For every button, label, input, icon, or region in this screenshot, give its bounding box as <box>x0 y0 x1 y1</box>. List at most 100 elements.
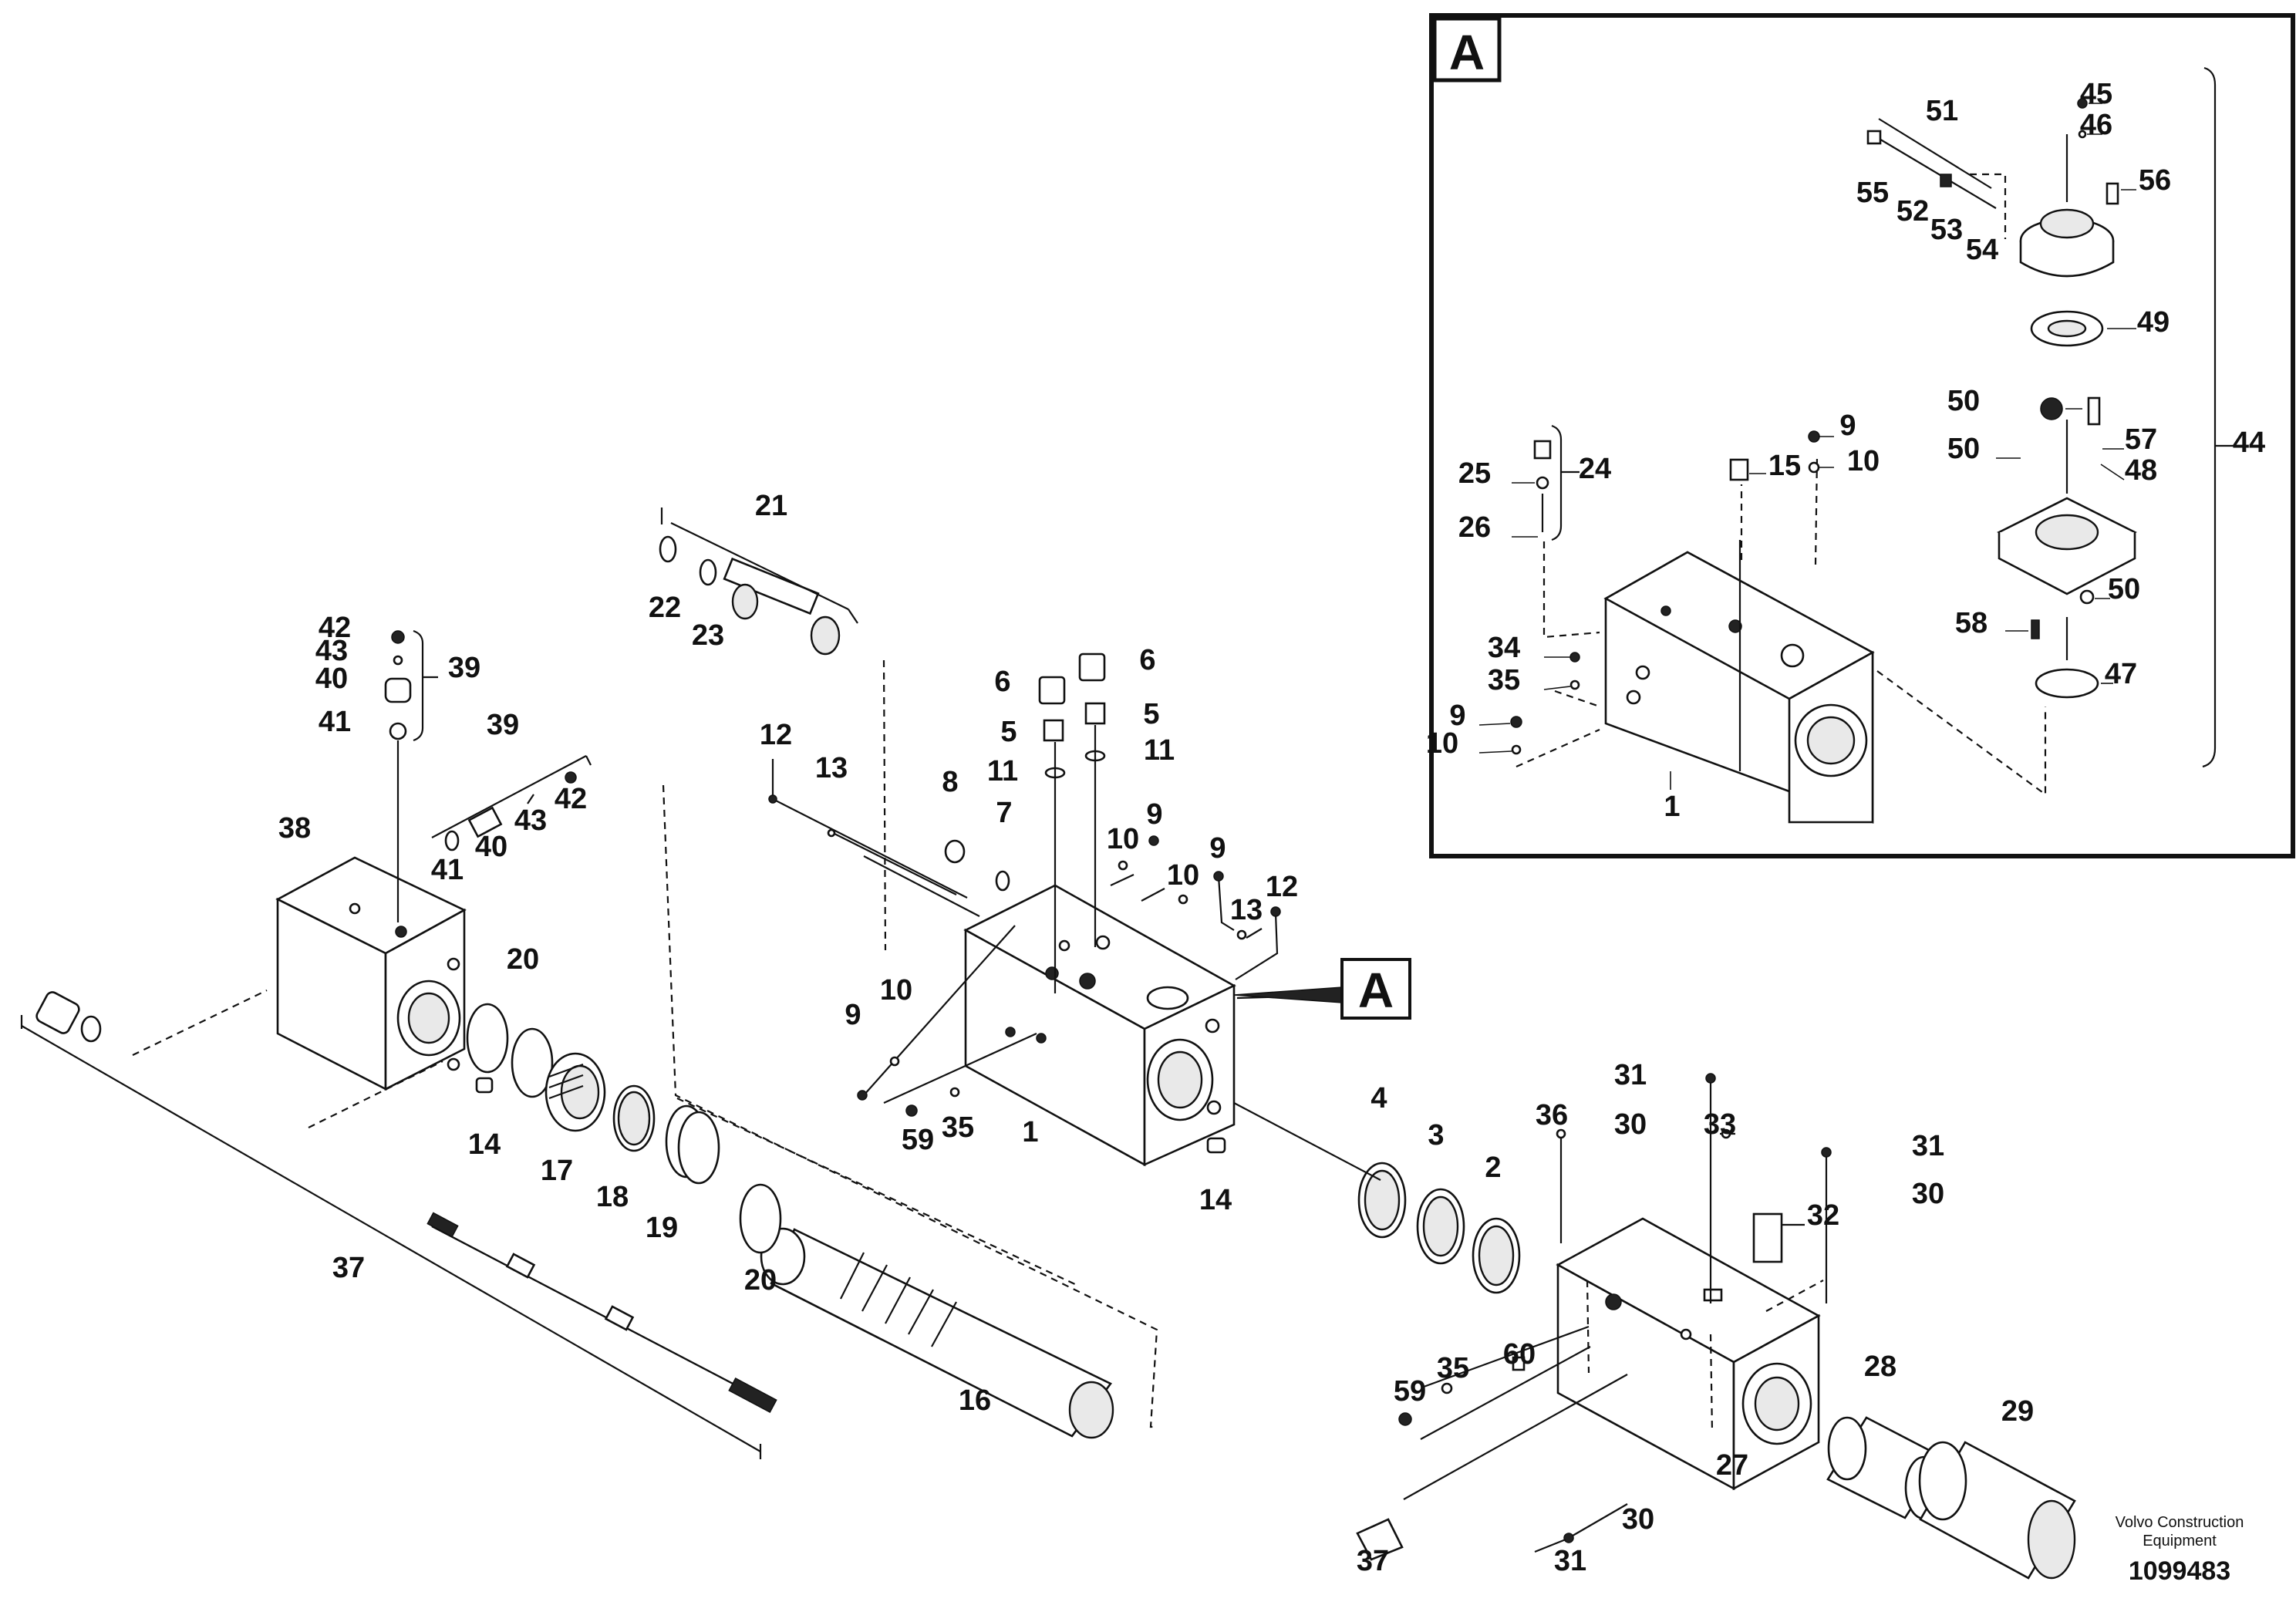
part-label: 25 <box>1458 457 1491 490</box>
end-block-27 <box>1556 1217 1821 1491</box>
plug-8 <box>944 839 966 864</box>
part-label: 17 <box>541 1155 573 1187</box>
part-label: 30 <box>1614 1108 1647 1141</box>
part-label: 22 <box>649 592 681 624</box>
part-label: 52 <box>1896 195 1929 228</box>
inset-tag-box <box>1432 16 1502 83</box>
bracket-44 <box>2202 66 2217 768</box>
part-label: 4 <box>1371 1082 1387 1114</box>
part-label: 9 <box>1839 410 1856 442</box>
part-label: 41 <box>319 706 351 738</box>
part-label: 30 <box>1912 1178 1944 1210</box>
part-label: 55 <box>1856 177 1889 209</box>
part-label: 19 <box>646 1212 678 1244</box>
part-label: 14 <box>468 1128 501 1161</box>
part-label: 37 <box>332 1252 365 1284</box>
part-label: 16 <box>959 1384 991 1417</box>
part-label: 46 <box>2080 109 2112 141</box>
part-label: 24 <box>1579 453 1611 485</box>
part-label: 12 <box>1266 871 1298 903</box>
part-label: 1 <box>1022 1116 1038 1148</box>
plug-37 <box>1356 1518 1404 1561</box>
ring-7 <box>995 870 1010 892</box>
part-label: 23 <box>692 619 724 652</box>
part-label: 11 <box>1144 734 1175 767</box>
part-label: 38 <box>278 812 311 845</box>
part-label: 6 <box>994 666 1010 698</box>
rod-37 <box>426 1212 777 1414</box>
part-label: 59 <box>1394 1375 1426 1408</box>
part-label: 6 <box>1139 644 1155 676</box>
part-label: 10 <box>1847 445 1880 477</box>
part-label: 35 <box>1437 1352 1469 1384</box>
spring-32 <box>1752 1212 1783 1263</box>
part-label: 57 <box>2125 423 2157 456</box>
part-label: 31 <box>1912 1130 1944 1162</box>
part-label: 49 <box>2137 306 2170 339</box>
part-label: 45 <box>2080 78 2112 110</box>
piston-16 <box>760 1227 1114 1439</box>
sleeve-29 <box>1918 1441 2076 1580</box>
part-label: 27 <box>1716 1449 1748 1482</box>
fitting-5b <box>1084 702 1106 725</box>
end-block-38 <box>275 856 467 1091</box>
part-label: 29 <box>2001 1395 2034 1428</box>
bracket-24 <box>1551 424 1563 541</box>
fitting-39 <box>431 755 592 851</box>
part-label: 20 <box>507 943 539 976</box>
ring-19 <box>665 1104 720 1185</box>
detail-a-inset: A <box>1429 13 2295 858</box>
part-label: 54 <box>1966 234 1998 266</box>
part-label: 7 <box>996 797 1012 829</box>
part-label: 37 <box>1357 1545 1389 1577</box>
part-label: 13 <box>815 752 848 784</box>
part-label: 40 <box>315 663 348 695</box>
part-label: 43 <box>315 635 348 667</box>
part-label: 26 <box>1458 511 1491 544</box>
part-label: 39 <box>448 652 480 684</box>
part-label: 1 <box>1664 791 1680 823</box>
part-label: 41 <box>431 854 464 886</box>
part-label: 13 <box>1230 894 1263 926</box>
seal-20a <box>466 1003 509 1074</box>
part-label: 21 <box>755 490 787 522</box>
part-label: 10 <box>1426 727 1458 760</box>
part-label: 10 <box>1167 859 1199 892</box>
plug-6a <box>1038 676 1066 705</box>
part-label: 39 <box>487 709 519 741</box>
part-label: 48 <box>2125 454 2157 487</box>
part-label: 14 <box>1199 1184 1232 1216</box>
part-label: 8 <box>942 766 958 798</box>
part-label: 58 <box>1955 607 1988 639</box>
part-label: 12 <box>760 719 792 751</box>
seal-20b <box>511 1027 554 1098</box>
part-label: 34 <box>1488 632 1520 664</box>
part-label: 18 <box>596 1181 629 1213</box>
part-label: 31 <box>1614 1059 1647 1091</box>
part-label: 43 <box>514 804 547 837</box>
part-label: 5 <box>1000 716 1017 748</box>
part-label: 20 <box>744 1264 777 1297</box>
part-label: 42 <box>319 612 351 644</box>
part-label: 50 <box>1947 433 1980 465</box>
inset-cover-assembly <box>1997 134 2137 699</box>
valve-block-1 <box>963 884 1236 1167</box>
part-label: 30 <box>1622 1503 1654 1536</box>
part-label: 32 <box>1807 1199 1839 1232</box>
part-label: 51 <box>1926 95 1958 127</box>
part-label: 10 <box>1107 823 1139 855</box>
part-label: 31 <box>1554 1545 1586 1577</box>
part-label: 28 <box>1864 1351 1896 1383</box>
part-label: 47 <box>2105 658 2137 690</box>
part-label: 9 <box>1449 700 1465 732</box>
fitting-small <box>35 991 102 1043</box>
part-label: 56 <box>2139 164 2171 197</box>
part-label: 40 <box>475 831 507 863</box>
seal-20c <box>739 1183 782 1254</box>
credit-line-2: Equipment <box>2143 1533 2217 1549</box>
part-label: 9 <box>1146 798 1162 831</box>
part-label: 50 <box>2108 573 2140 605</box>
seal-17 <box>544 1052 606 1132</box>
